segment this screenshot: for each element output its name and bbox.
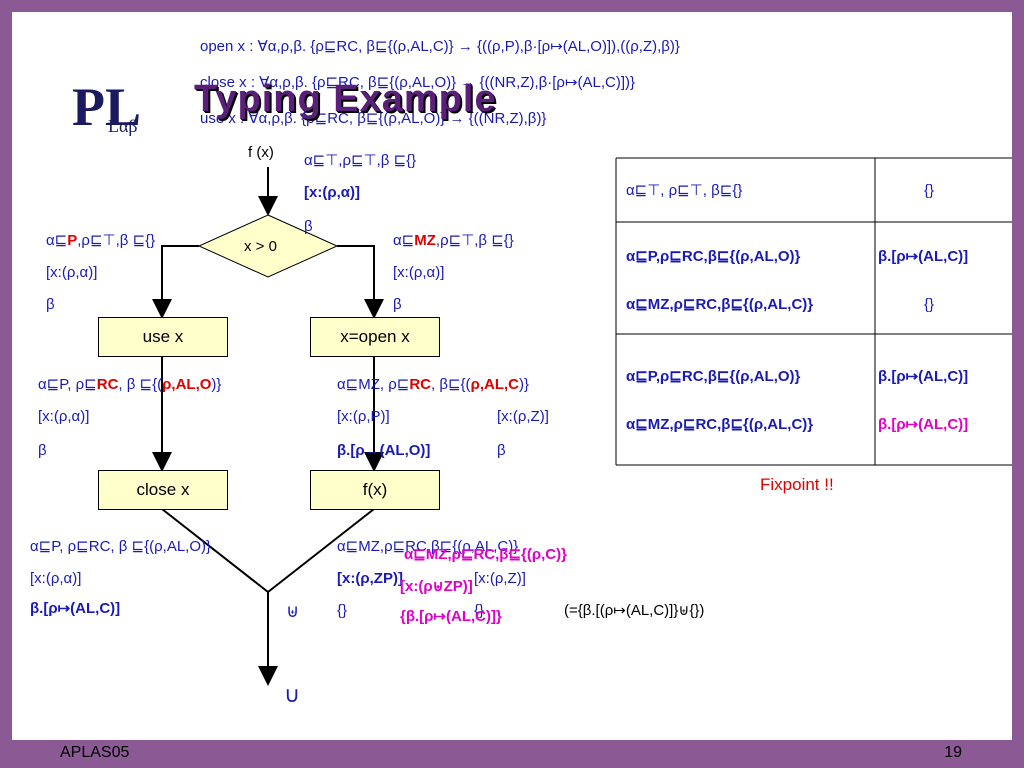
annotation-after-close-env: [x:(ρ,α)] (30, 570, 82, 587)
annotation-after-close-beta: β.[ρ↦(AL,C)] (30, 600, 121, 617)
annotation-after-close-constraint: α⊑P, ρ⊑RC, β ⊑{(ρ,AL,O)} (30, 538, 212, 555)
join-symbol: ⊎ (286, 601, 300, 621)
table-cell-r2c1: {} (924, 296, 935, 313)
decision-label: x > 0 (244, 238, 277, 255)
use-x-box: use x (98, 317, 228, 357)
close-x-box: close x (98, 470, 228, 510)
join-left-line (161, 508, 269, 593)
annotation-after-use-env: [x:(ρ,α)] (38, 408, 90, 425)
open-signature: open x : ∀α,ρ,β. {ρ⊑RC, β⊑{(ρ,AL,C)} → {… (200, 38, 680, 55)
annotation-left-env: [x:(ρ,α)] (46, 264, 98, 281)
annotation-after-open-constraint: α⊑MZ, ρ⊑RC, β⊑{(ρ,AL,C)} (337, 376, 530, 393)
table-cell-r2c0: α⊑MZ,ρ⊑RC,β⊑{(ρ,AL,C)} (626, 296, 814, 313)
annotation-after-f-env-zp: [x:(ρ,ZP)] (337, 570, 403, 587)
table-cell-r4c1: β.[ρ↦(AL,C)] (878, 416, 969, 433)
table-cell-r0c0: α⊑⊤, ρ⊑⊤, β⊑{} (626, 182, 743, 199)
annotation-right-beta: β (393, 296, 402, 313)
flow-lines (152, 157, 1012, 686)
annotation-left-constraint: α⊑P,ρ⊑⊤,β ⊑{} (46, 232, 156, 249)
annotation-after-open-beta-map: β.[ρ→(AL,O)] (337, 442, 431, 459)
table-cell-r1c1: β.[ρ↦(AL,C)] (878, 248, 969, 265)
annotation-top-env: [x:(ρ,α)] (304, 184, 360, 201)
start-label: f (x) (248, 144, 274, 161)
use-signature: use x : ∀α,ρ,β. {ρ⊑RC, β⊑{(ρ,AL,O)} → {(… (200, 110, 547, 127)
annotation-after-use-beta: β (38, 442, 47, 459)
annotation-after-use-constraint: α⊑P, ρ⊑RC, β ⊑{(ρ,AL,O)} (38, 376, 222, 393)
annotation-left-beta: β (46, 296, 55, 313)
end-symbol: ∪ (284, 682, 301, 707)
join-right-line (267, 508, 375, 593)
pl-logo-subscript: Lαβ (108, 116, 138, 136)
annotation-after-f-constraint: α⊑MZ,ρ⊑RC,β⊑{(ρ,AL,C)} (337, 538, 519, 555)
f-x-box: f(x) (310, 470, 440, 510)
annotation-right-env: [x:(ρ,α)] (393, 264, 445, 281)
table-cell-r3c1: β.[ρ↦(AL,C)] (878, 368, 969, 385)
annotation-after-f-empty: {} (337, 602, 348, 619)
result-expression: (={β.[(ρ↦(AL,C)]}⊎{}) (564, 602, 705, 619)
annotation-top-beta: β (304, 218, 313, 235)
annotation-after-f-empty-2: {} (474, 602, 485, 619)
decision-diamond (197, 214, 339, 278)
annotation-after-f-env-z: [x:(ρ,Z)] (474, 570, 526, 587)
open-x-box: x=open x (310, 317, 440, 357)
annotation-after-open-env-p: [x:(ρ,P)] (337, 408, 390, 425)
left-branch-line (152, 245, 199, 319)
close-signature: close x : ∀α,ρ,β. {ρ⊑RC, β⊑{(ρ,AL,O)} → … (200, 74, 636, 91)
table-cell-r4c0: α⊑MZ,ρ⊑RC,β⊑{(ρ,AL,C)} (626, 416, 814, 433)
table-cell-r3c0: α⊑P,ρ⊑RC,β⊑{(ρ,AL,O)} (626, 368, 801, 385)
annotation-right-constraint: α⊑MZ,ρ⊑⊤,β ⊑{} (393, 232, 514, 249)
table-cell-r1c0: α⊑P,ρ⊑RC,β⊑{(ρ,AL,O)} (626, 248, 801, 265)
pink-overlay-env: [x:(ρ⊎ZP)] (400, 578, 473, 595)
fixpoint-label: Fixpoint !! (760, 475, 834, 494)
annotation-after-open-env-z: [x:(ρ,Z)] (497, 408, 549, 425)
page-title: Typing Example (194, 78, 497, 120)
annotation-after-open-beta: β (497, 442, 506, 459)
pink-overlay-constraint: α⊑MZ,ρ⊑RC,β⊑{(ρ,C)} (404, 546, 567, 563)
slide: PL Lαβ open x : ∀α,ρ,β. {ρ⊑RC, β⊑{(ρ,AL,… (12, 12, 1012, 740)
slide-number: 19 (944, 744, 962, 761)
right-branch-line (337, 245, 384, 319)
table-cell-r0c1: {} (924, 182, 935, 199)
footer-left: APLAS05 (60, 744, 130, 761)
annotation-top-constraint: α⊑⊤,ρ⊑⊤,β ⊑{} (304, 152, 417, 169)
pink-overlay-beta: {β.[ρ↦(AL,C)]} (400, 608, 502, 625)
pl-logo: PL (72, 77, 142, 137)
